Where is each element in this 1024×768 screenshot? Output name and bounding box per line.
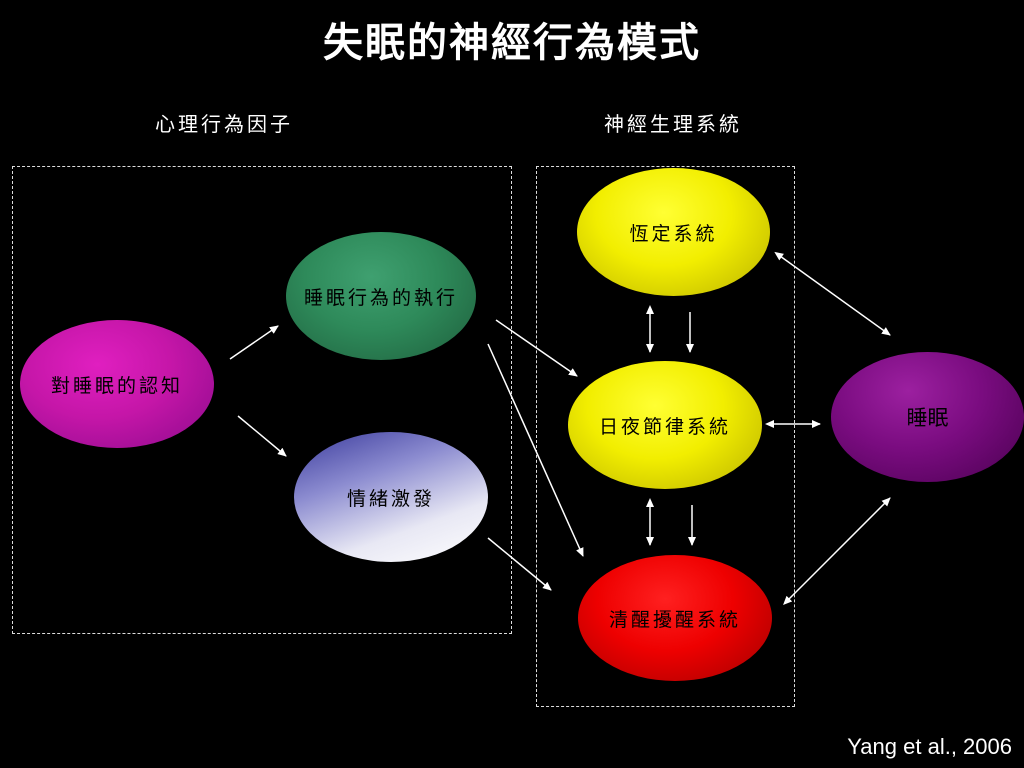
node-label: 恆定系統: [629, 222, 718, 245]
psychological-factors-box: [12, 166, 512, 634]
arrow-wake-sleep-double: [783, 497, 891, 605]
node-circadian-system: 日夜節律系統: [568, 361, 762, 489]
node-sleep: 睡眠: [831, 352, 1024, 482]
node-label: 日夜節律系統: [598, 415, 731, 438]
node-sleep-cognition: 對睡眠的認知: [20, 320, 214, 448]
page-title: 失眠的神經行為模式: [323, 20, 701, 66]
node-label: 對睡眠的認知: [50, 374, 183, 397]
arrow-behavior-to-circadian: [495, 319, 578, 377]
node-wake-arousal-system: 清醒擾醒系統: [578, 555, 772, 681]
right-section-label: 神經生理系統: [604, 112, 742, 136]
node-label: 睡眠行為的執行: [303, 286, 458, 309]
left-section-label: 心理行為因子: [155, 112, 293, 136]
arrow-homeostatic-sleep-double: [774, 251, 891, 336]
node-homeostatic-system: 恆定系統: [577, 168, 770, 296]
arrow-cognition-to-arousal: [237, 415, 287, 457]
node-label: 睡眠: [906, 406, 949, 430]
node-label: 清醒擾醒系統: [608, 608, 741, 631]
arrow-behavior-to-wake: [487, 343, 584, 557]
arrow-cognition-to-behavior: [229, 325, 279, 360]
node-sleep-behavior: 睡眠行為的執行: [286, 232, 476, 360]
arrow-arousal-to-wake: [487, 537, 552, 591]
citation: Yang et al., 2006: [847, 734, 1012, 759]
neurophysiological-systems-box: [536, 166, 795, 707]
node-label: 情緒激發: [346, 487, 435, 510]
node-emotional-arousal: 情緒激發: [294, 432, 488, 562]
